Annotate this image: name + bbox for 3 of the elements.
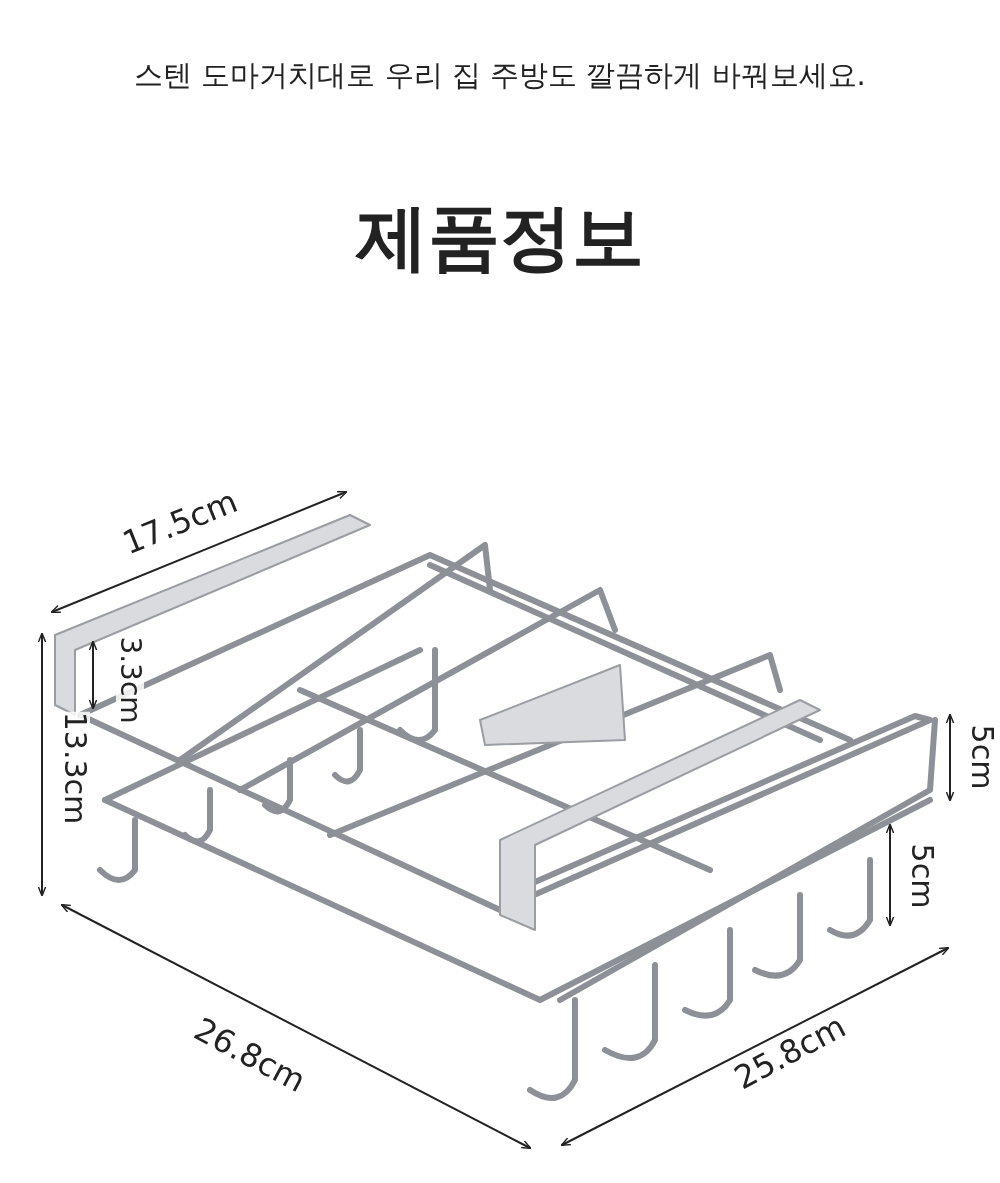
intro-sentence: 스텐 도마거치대로 우리 집 주방도 깔끔하게 바꿔보세요. [134, 60, 866, 90]
dimension-label: 3.3cm [116, 636, 144, 724]
heading: 제품정보 [354, 194, 645, 281]
